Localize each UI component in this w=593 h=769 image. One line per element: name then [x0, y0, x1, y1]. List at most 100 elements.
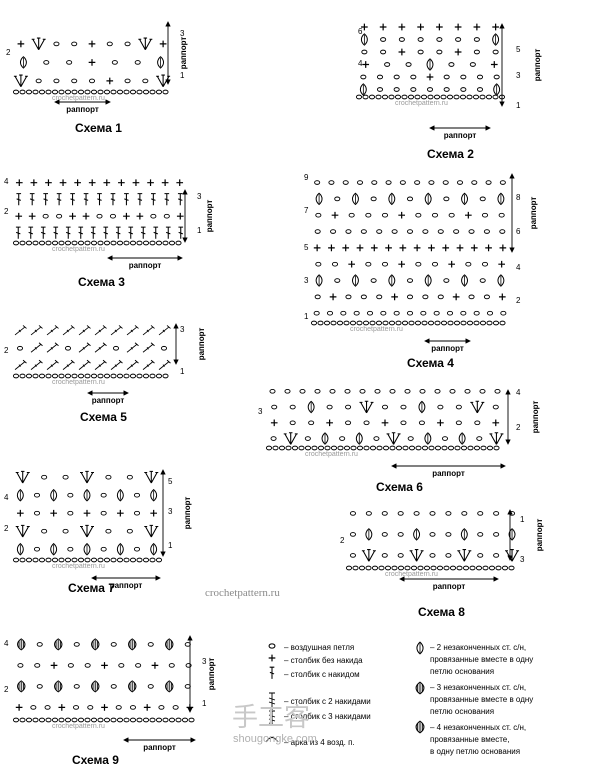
chain-stitch [365, 511, 372, 516]
chain-stitch [278, 445, 286, 451]
dg-stitch [14, 359, 27, 371]
row-number: 2 [340, 536, 345, 545]
chain-stitch [25, 373, 33, 379]
chain-stitch [373, 436, 380, 441]
cl-stitch [418, 400, 426, 414]
chain-stitch [129, 373, 137, 379]
chain-stitch [343, 320, 350, 326]
chart-watermark: crochetpattern.ru [395, 100, 448, 107]
chain-stitch [265, 445, 273, 451]
sc-stitch [146, 178, 155, 187]
chain-stitch [348, 212, 355, 218]
scheme-3 [12, 178, 188, 261]
cl-stitch [50, 489, 58, 502]
legend-right-0-0: – 2 незаконченных ст. с/н, [430, 643, 526, 652]
sc-stitch [29, 178, 38, 187]
chain-stitch [453, 320, 461, 326]
legend-right-2-0: – 4 незаконченных ст. с/н, [430, 723, 526, 732]
chain-stitch [465, 261, 472, 267]
cl-stitch [157, 56, 165, 69]
chain-stitch [298, 445, 305, 451]
chain-stitch [103, 89, 111, 95]
chain-stitch [38, 373, 46, 379]
legend: – воздушная петля – столбик без накида –… [265, 641, 533, 756]
sc-stitch [381, 418, 389, 427]
chain-stitch [376, 87, 384, 92]
chain-stitch [126, 474, 133, 480]
chain-stitch [479, 320, 487, 326]
sc-stitch [313, 243, 322, 252]
chain-stitch [270, 436, 277, 441]
fan-stitch [359, 400, 374, 414]
sc-stitch [49, 509, 58, 518]
chain-stitch [397, 511, 404, 516]
chain-stitch [349, 553, 357, 558]
chain-stitch [380, 49, 387, 55]
rapport-label: раппорт [432, 469, 465, 478]
chain-stitch [350, 445, 357, 451]
row-number: 5 [304, 243, 309, 252]
chain-stitch [110, 642, 117, 647]
chain-stitch [271, 404, 278, 410]
chain-stitch [155, 89, 163, 95]
row-number: 1 [197, 226, 202, 235]
sc-stitch [491, 418, 500, 427]
chain-stitch [428, 445, 435, 451]
scheme-1 [12, 21, 171, 105]
chain-stitch [453, 229, 460, 234]
chain-stitch [417, 37, 424, 42]
row-number: 1 [304, 312, 309, 321]
chain-stitch [64, 345, 72, 351]
sc-stitch [454, 48, 463, 56]
chain-stitch [315, 261, 322, 267]
cl-stitch [16, 543, 24, 556]
chain-stitch [90, 373, 98, 379]
chain-stitch [437, 229, 444, 234]
chain-stitch [30, 705, 37, 710]
chain-stitch [116, 373, 124, 379]
fan-stitch [15, 524, 30, 538]
dg-stitch [110, 324, 123, 336]
chain-stitch [133, 546, 141, 552]
chain-stitch [443, 196, 450, 202]
chain-stitch [123, 240, 130, 246]
chain-stitch [339, 436, 346, 441]
chain-stitch [479, 388, 486, 394]
chain-stitch [51, 89, 59, 95]
chain-stitch [482, 565, 489, 571]
chain-stitch [380, 310, 387, 316]
sc-stitch [397, 48, 406, 56]
scheme-caption: Схема 3 [78, 275, 125, 289]
chain-stitch [129, 717, 137, 723]
chain-stitch [415, 445, 422, 451]
sc-stitch [122, 212, 131, 221]
chain-stitch [492, 320, 500, 326]
dc-stitch [40, 226, 47, 240]
chain-stitch [84, 240, 91, 246]
chain-stitch [421, 445, 429, 451]
chain-stitch [58, 557, 65, 563]
legend-chain-icon [268, 643, 276, 649]
chain-stitch [461, 511, 468, 516]
chain-stitch [142, 557, 150, 563]
chain-stitch [315, 212, 322, 218]
chart-watermark: crochetpattern.ru [52, 723, 105, 730]
chain-stitch [323, 320, 331, 326]
chain-stitch [162, 717, 169, 723]
chain-stitch [433, 310, 440, 316]
chain-stitch [106, 41, 113, 47]
scheme-caption: Схема 4 [407, 356, 454, 370]
sc-stitch [435, 23, 444, 31]
cl-stitch [388, 274, 396, 287]
dg-stitch [30, 342, 43, 353]
chain-stitch [97, 557, 104, 563]
sc-stitch [356, 243, 364, 252]
dc-stitch [165, 226, 172, 240]
chain-stitch [100, 546, 107, 552]
chain-stitch [155, 240, 163, 246]
legend-right-2-2: в одну петлю основания [430, 747, 520, 756]
chain-stitch [67, 510, 74, 516]
chain-stitch [493, 511, 500, 516]
chain-stitch [314, 180, 321, 185]
chain-stitch [285, 445, 292, 451]
